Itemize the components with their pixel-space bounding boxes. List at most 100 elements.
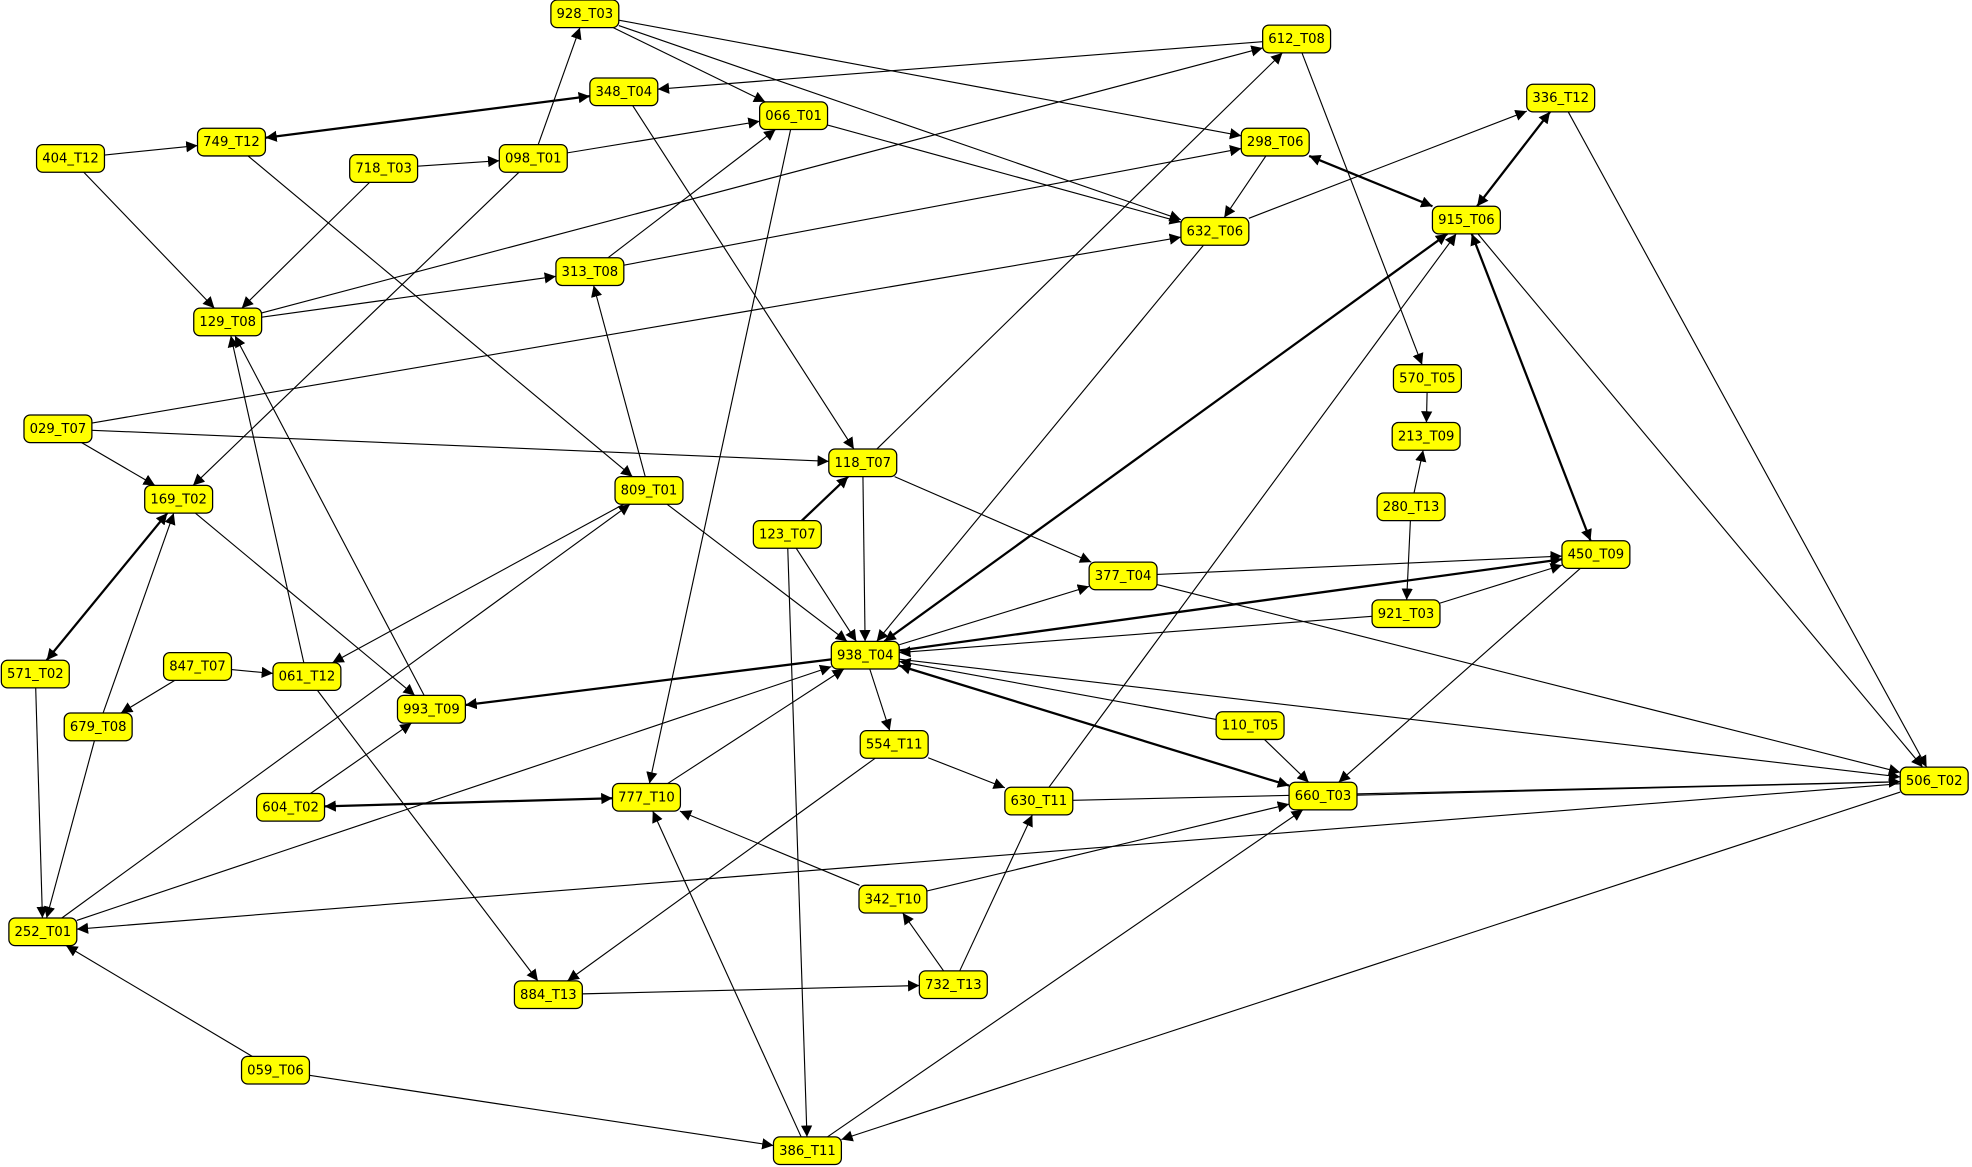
node-098_T01[interactable]: 098_T01 xyxy=(498,143,568,173)
edge-280_T13-to-921_T03 xyxy=(1401,520,1413,600)
node-993_T09[interactable]: 993_T09 xyxy=(396,694,467,724)
node-label: 342_T10 xyxy=(865,892,922,907)
edge-404_T12-to-129_T08 xyxy=(83,171,215,309)
node-571_T02[interactable]: 571_T02 xyxy=(0,659,70,689)
node-506_T02[interactable]: 506_T02 xyxy=(1899,766,1969,796)
edge-612_T08-to-570_T05 xyxy=(1301,52,1424,365)
node-169_T02[interactable]: 169_T02 xyxy=(144,484,214,514)
node-718_T03[interactable]: 718_T03 xyxy=(349,154,419,183)
edge-809_T01-to-938_T04 xyxy=(666,503,848,642)
node-label: 386_T11 xyxy=(779,1144,836,1159)
node-066_T01[interactable]: 066_T01 xyxy=(759,101,829,131)
edge-679_T08-to-252_T01 xyxy=(44,740,95,919)
node-915_T06[interactable]: 915_T06 xyxy=(1431,205,1501,235)
node-404_T12[interactable]: 404_T12 xyxy=(35,143,106,173)
edge-679_T08-to-169_T02 xyxy=(102,512,176,714)
node-label: 169_T02 xyxy=(150,492,207,507)
node-679_T08[interactable]: 679_T08 xyxy=(63,712,133,742)
node-118_T07[interactable]: 118_T07 xyxy=(828,448,898,478)
node-213_T09[interactable]: 213_T09 xyxy=(1391,421,1461,451)
node-label: 313_T08 xyxy=(562,265,619,280)
node-box xyxy=(918,970,988,1000)
node-label: 280_T13 xyxy=(1383,500,1440,515)
edge-777_T10-to-938_T04 xyxy=(667,668,845,784)
edge-059_T06-to-252_T01 xyxy=(65,945,253,1057)
node-110_T05[interactable]: 110_T05 xyxy=(1215,711,1285,741)
node-348_T04[interactable]: 348_T04 xyxy=(589,77,659,107)
edge-718_T03-to-098_T01 xyxy=(417,155,500,168)
edge-921_T03-to-450_T09 xyxy=(1439,563,1563,604)
edge-336_T12-to-506_T02 xyxy=(1567,111,1928,768)
node-label: 066_T01 xyxy=(765,109,822,124)
node-252_T01[interactable]: 252_T01 xyxy=(8,917,78,947)
node-921_T03[interactable]: 921_T03 xyxy=(1371,599,1441,629)
node-059_T06[interactable]: 059_T06 xyxy=(240,1055,311,1085)
node-box xyxy=(1262,24,1332,54)
node-554_T11[interactable]: 554_T11 xyxy=(859,730,929,759)
node-342_T10[interactable]: 342_T10 xyxy=(858,884,928,914)
node-777_T10[interactable]: 777_T10 xyxy=(611,782,682,812)
edge-604_T02-to-993_T09 xyxy=(310,722,412,794)
node-label: 061_T12 xyxy=(279,670,336,685)
edge-732_T13-to-630_T11 xyxy=(959,814,1033,972)
node-061_T12[interactable]: 061_T12 xyxy=(272,662,342,692)
node-label: 377_T04 xyxy=(1095,569,1152,584)
edge-921_T03-to-938_T04 xyxy=(899,615,1373,658)
node-label: 098_T01 xyxy=(505,152,562,167)
edge-809_T01-to-313_T08 xyxy=(591,285,646,477)
node-884_T13[interactable]: 884_T13 xyxy=(513,980,583,1010)
node-029_T07[interactable]: 029_T07 xyxy=(23,414,93,444)
node-630_T11[interactable]: 630_T11 xyxy=(1004,786,1074,816)
node-386_T11[interactable]: 386_T11 xyxy=(772,1136,843,1166)
node-box xyxy=(1004,786,1074,816)
node-label: 129_T08 xyxy=(199,315,256,330)
node-298_T06[interactable]: 298_T06 xyxy=(1240,127,1310,157)
node-570_T05[interactable]: 570_T05 xyxy=(1392,364,1462,393)
edge-386_T11-to-777_T10 xyxy=(652,810,802,1138)
edge-098_T01-to-928_T03 xyxy=(537,27,582,145)
edge-632_T06-to-336_T12 xyxy=(1248,109,1527,219)
edge-928_T03-to-298_T06 xyxy=(618,19,1242,140)
edge-313_T08-to-298_T06 xyxy=(623,145,1242,266)
edge-554_T11-to-630_T11 xyxy=(927,757,1006,789)
node-label: 921_T03 xyxy=(1378,607,1435,622)
node-label: 571_T02 xyxy=(7,667,64,682)
edge-061_T12-to-884_T13 xyxy=(316,690,539,982)
node-label: 059_T06 xyxy=(247,1063,304,1078)
node-336_T12[interactable]: 336_T12 xyxy=(1526,83,1596,113)
edge-298_T06-to-632_T06 xyxy=(1223,155,1267,218)
node-label: 612_T08 xyxy=(1268,32,1325,47)
node-450_T09[interactable]: 450_T09 xyxy=(1561,540,1631,570)
node-313_T08[interactable]: 313_T08 xyxy=(555,257,625,287)
node-660_T03[interactable]: 660_T03 xyxy=(1288,781,1358,811)
edge-612_T08-to-348_T04 xyxy=(657,41,1263,94)
edge-098_T01-to-066_T01 xyxy=(567,117,760,154)
node-box xyxy=(1288,781,1358,811)
node-612_T08[interactable]: 612_T08 xyxy=(1262,24,1332,54)
node-box xyxy=(196,127,267,157)
node-928_T03[interactable]: 928_T03 xyxy=(550,0,620,29)
node-847_T07[interactable]: 847_T07 xyxy=(162,652,233,681)
node-box xyxy=(0,659,70,689)
node-377_T04[interactable]: 377_T04 xyxy=(1088,561,1158,591)
node-box xyxy=(772,1136,843,1166)
node-749_T12[interactable]: 749_T12 xyxy=(196,127,267,157)
edge-336_T12-to-915_T06 xyxy=(1476,111,1551,207)
node-label: 404_T12 xyxy=(42,152,99,167)
node-123_T07[interactable]: 123_T07 xyxy=(752,519,822,549)
edge-847_T07-to-061_T12 xyxy=(231,666,274,679)
node-label: 679_T08 xyxy=(70,720,127,735)
node-809_T01[interactable]: 809_T01 xyxy=(614,475,684,505)
node-280_T13[interactable]: 280_T13 xyxy=(1376,492,1446,522)
node-129_T08[interactable]: 129_T08 xyxy=(193,307,263,337)
edge-928_T03-to-632_T06 xyxy=(618,25,1182,222)
node-938_T04[interactable]: 938_T04 xyxy=(830,640,900,670)
node-632_T06[interactable]: 632_T06 xyxy=(1180,216,1250,246)
edge-129_T08-to-612_T08 xyxy=(261,45,1263,314)
edge-098_T01-to-169_T02 xyxy=(192,171,520,486)
edge-604_T02-to-777_T10 xyxy=(324,792,613,812)
node-732_T13[interactable]: 732_T13 xyxy=(918,970,988,1000)
node-604_T02[interactable]: 604_T02 xyxy=(255,792,326,822)
edge-123_T07-to-938_T04 xyxy=(795,547,857,642)
node-box xyxy=(396,694,467,724)
